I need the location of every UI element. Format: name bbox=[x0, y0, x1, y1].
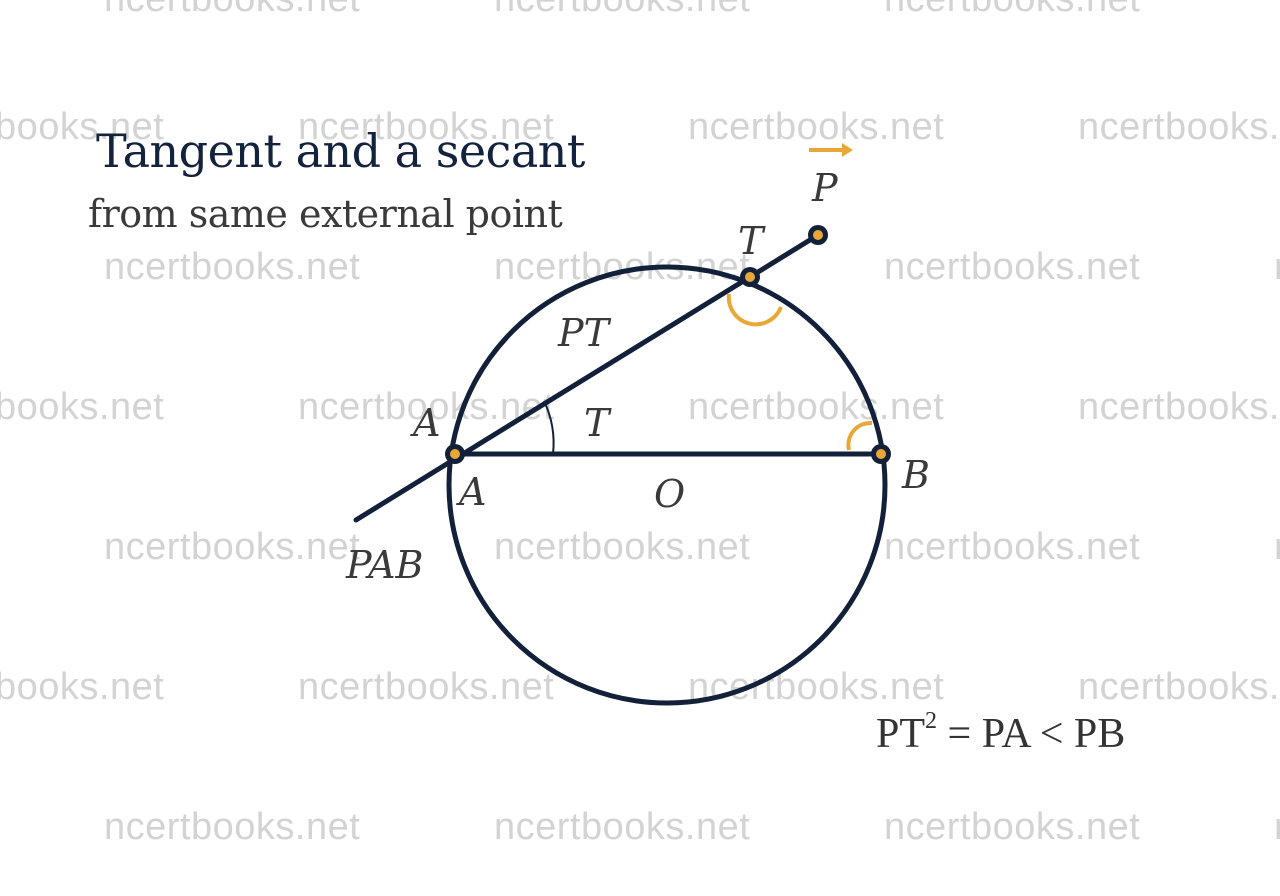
watermark: ncertbooks.net bbox=[104, 246, 361, 288]
watermark: ncertbooks.net bbox=[688, 106, 945, 148]
diagram-subtitle: from same external point bbox=[88, 192, 563, 236]
watermark: ncertbooks.net bbox=[494, 246, 751, 288]
secant-line-pab bbox=[353, 232, 821, 523]
point-t bbox=[740, 267, 760, 287]
watermark: ncertbooks.net bbox=[298, 386, 555, 428]
watermark: ncertbooks.net bbox=[104, 526, 361, 568]
right-arrow-icon bbox=[809, 143, 853, 157]
circle bbox=[446, 264, 888, 706]
watermark: ncertbooks.net bbox=[298, 666, 555, 708]
watermark: ncertbooks.net bbox=[0, 666, 165, 708]
angle-arc-t bbox=[726, 293, 783, 327]
watermark: ncertbooks.net bbox=[1078, 106, 1280, 148]
formula-rhs: = PA < PB bbox=[937, 711, 1126, 757]
label-b: B bbox=[901, 453, 930, 497]
formula-lhs-base: PT bbox=[876, 711, 926, 757]
label-t-angle: T bbox=[584, 401, 612, 445]
label-p: P bbox=[811, 166, 839, 210]
point-a bbox=[445, 444, 465, 464]
tangent-secant-formula: PT2 = PA < PB bbox=[876, 708, 1126, 758]
watermark: ncertbooks.net bbox=[0, 106, 165, 148]
watermark: ncertbooks.net bbox=[688, 386, 945, 428]
watermark: ncertbooks.net bbox=[1274, 526, 1280, 569]
watermark: ncertbooks.net bbox=[104, 806, 361, 848]
watermark: ncertbooks.net bbox=[884, 526, 1141, 568]
label-a-lower: A bbox=[456, 470, 486, 514]
formula-exponent: 2 bbox=[925, 708, 938, 734]
label-o-center: O bbox=[654, 472, 685, 516]
watermark: ncertbooks.net bbox=[494, 526, 751, 568]
watermark: ncertbooks.net bbox=[1078, 386, 1280, 428]
label-pab: PAB bbox=[345, 543, 423, 587]
label-pt-segment: PT bbox=[557, 311, 612, 355]
watermark: ncertbooks.net bbox=[884, 0, 1140, 21]
watermark: ncertbooks.net bbox=[298, 106, 555, 148]
watermark: ncertbooks.net bbox=[688, 666, 945, 708]
label-t-top: T bbox=[738, 219, 766, 263]
watermark: ncertbooks.net bbox=[0, 386, 165, 428]
watermark: ncertbooks.net bbox=[1274, 806, 1280, 849]
angle-arc-a bbox=[543, 400, 555, 455]
watermark: ncertbooks.net bbox=[884, 806, 1141, 848]
label-a-upper: A bbox=[410, 401, 440, 445]
watermark: ncertbooks.net bbox=[494, 0, 750, 21]
point-b bbox=[871, 444, 891, 464]
angle-arc-b bbox=[846, 420, 873, 451]
watermark: ncertbooks.net bbox=[104, 0, 360, 21]
point-p bbox=[808, 225, 828, 245]
watermark: ncertbooks.net bbox=[1274, 246, 1280, 289]
diagram-title: Tangent and a secant bbox=[96, 124, 585, 178]
watermark: ncertbooks.net bbox=[1078, 666, 1280, 708]
watermark: ncertbooks.net bbox=[884, 246, 1141, 288]
watermark: ncertbooks.net bbox=[494, 806, 751, 848]
